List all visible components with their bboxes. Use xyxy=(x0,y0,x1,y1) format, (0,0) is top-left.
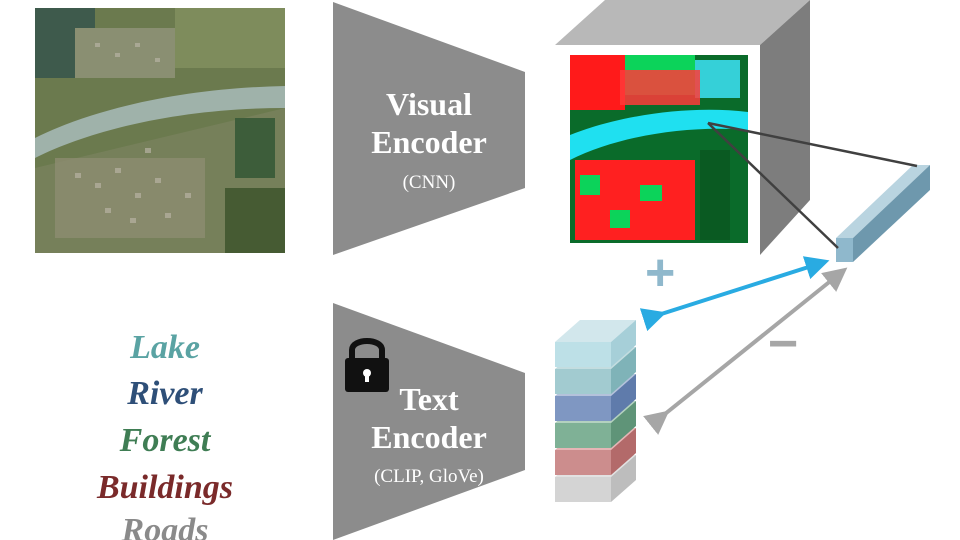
pointer-line-bottom xyxy=(707,122,839,249)
aerial-photo xyxy=(35,8,285,253)
class-word-buildings: Buildings xyxy=(96,469,234,506)
text-encoder-title-line1: Text xyxy=(399,381,459,417)
visual-encoder-subtitle: (CNN) xyxy=(402,172,456,193)
plus-sign: + xyxy=(645,244,676,302)
class-word-lake: Lake xyxy=(130,329,200,366)
pointer-line-top xyxy=(707,121,918,168)
text-encoder-title-line2: Encoder xyxy=(371,419,487,455)
feature-map-cube xyxy=(555,0,810,255)
visual-encoder-title-line2: Encoder xyxy=(371,124,487,160)
minus-sign: − xyxy=(768,315,799,373)
lock-icon xyxy=(345,338,389,392)
visual-encoder-shape xyxy=(333,2,525,255)
negative-arrow xyxy=(643,267,848,435)
class-word-river: River xyxy=(127,375,203,412)
visual-encoder-title-line1: Visual xyxy=(386,86,472,122)
class-word-forest: Forest xyxy=(119,422,211,459)
text-embedding-stack xyxy=(555,320,636,502)
visual-feature-vector xyxy=(836,165,930,262)
text-encoder-subtitle: (CLIP, GloVe) xyxy=(374,466,484,487)
class-word-roads: Roads xyxy=(121,512,209,540)
